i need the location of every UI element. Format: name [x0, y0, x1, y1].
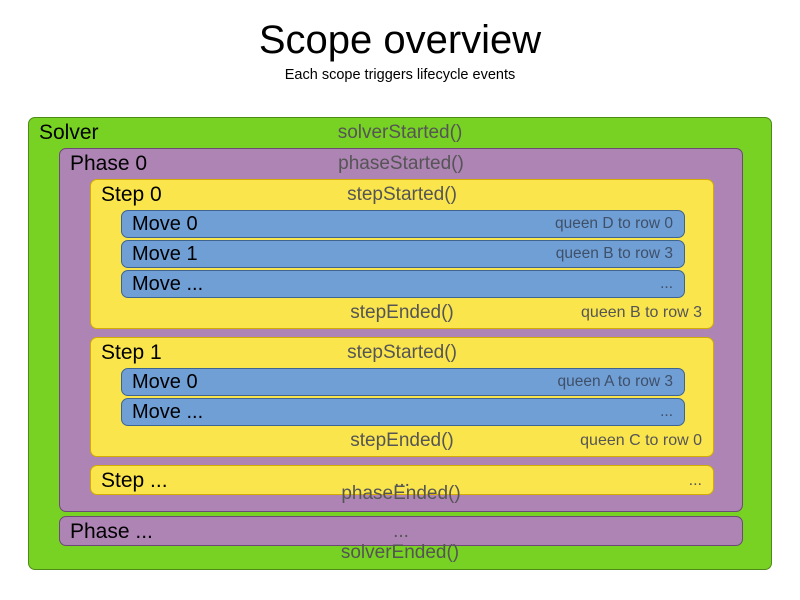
step-started-event-0: stepStarted()	[347, 184, 457, 205]
move-detail: ...	[660, 403, 673, 420]
move-scope-1-1[interactable]: Move ... ...	[121, 398, 685, 426]
move-scope-1-0[interactable]: Move 0 queen A to row 3	[121, 368, 685, 396]
solver-ended-event: solverEnded()	[340, 542, 460, 563]
step-footer-row-0: stepEnded() queen B to row 3	[91, 298, 713, 328]
step-header-row-1: Step 1 stepStarted()	[91, 338, 713, 368]
move-label: Move 0	[132, 213, 198, 235]
phase-ended-event-0: phaseEnded()	[341, 483, 461, 504]
move-label: Move ...	[132, 273, 204, 295]
step-started-event-1: stepStarted()	[347, 342, 457, 363]
move-label: Move 0	[132, 371, 198, 393]
move-label: Move 1	[132, 243, 198, 265]
step-ellipsis-label: Step ...	[101, 469, 168, 492]
phase-scope-0[interactable]: Phase 0 phaseStarted() Step 0 stepStarte…	[59, 148, 743, 512]
step-ellipsis-row: Step ... ... ...	[91, 466, 713, 496]
step-scope-ellipsis[interactable]: Step ... ... ...	[90, 465, 714, 495]
solver-scope[interactable]: Solver solverStarted() Phase 0 phaseStar…	[28, 117, 772, 570]
step-ended-event-1: stepEnded()	[350, 430, 454, 451]
solver-started-event: solverStarted()	[337, 122, 463, 143]
solver-header-row: Solver solverStarted()	[29, 118, 771, 148]
move-detail: queen D to row 0	[554, 215, 673, 232]
step-ended-detail-0: queen B to row 3	[581, 304, 702, 321]
move-scope-0-1[interactable]: Move 1 queen B to row 3	[121, 240, 685, 268]
page-title: Scope overview	[258, 18, 542, 62]
move-scope-0-2[interactable]: Move ... ...	[121, 270, 685, 298]
step-label-0: Step 0	[101, 183, 162, 206]
step-scope-0[interactable]: Step 0 stepStarted() Move 0 queen D to r…	[90, 179, 714, 329]
move-detail: ...	[660, 275, 673, 292]
step-ended-event-0: stepEnded()	[350, 302, 454, 323]
page-header: Scope overview Each scope triggers lifec…	[0, 0, 800, 84]
phase-header-row-0: Phase 0 phaseStarted()	[60, 149, 742, 179]
move-label: Move ...	[132, 401, 204, 423]
page-subtitle: Each scope triggers lifecycle events	[284, 67, 516, 83]
move-scope-0-0[interactable]: Move 0 queen D to row 0	[121, 210, 685, 238]
step-ellipsis-trailing: ...	[688, 472, 702, 489]
step-ellipsis-center: ...	[394, 470, 410, 491]
phase-ellipsis-label: Phase ...	[70, 520, 153, 543]
move-detail: queen A to row 3	[557, 373, 673, 390]
step-label-1: Step 1	[101, 341, 162, 364]
phase-started-event-0: phaseStarted()	[338, 153, 464, 174]
step-scope-1[interactable]: Step 1 stepStarted() Move 0 queen A to r…	[90, 337, 714, 457]
phase-ellipsis-center: ...	[393, 521, 409, 542]
phase-ellipsis-row: Phase ... ...	[60, 517, 742, 547]
step-footer-row-1: stepEnded() queen C to row 0	[91, 426, 713, 456]
phase-scope-ellipsis[interactable]: Phase ... ...	[59, 516, 743, 546]
step-header-row-0: Step 0 stepStarted()	[91, 180, 713, 210]
phase-label-0: Phase 0	[70, 152, 148, 175]
solver-label: Solver	[39, 121, 99, 144]
move-detail: queen B to row 3	[555, 245, 673, 262]
step-ended-detail-1: queen C to row 0	[580, 432, 702, 449]
